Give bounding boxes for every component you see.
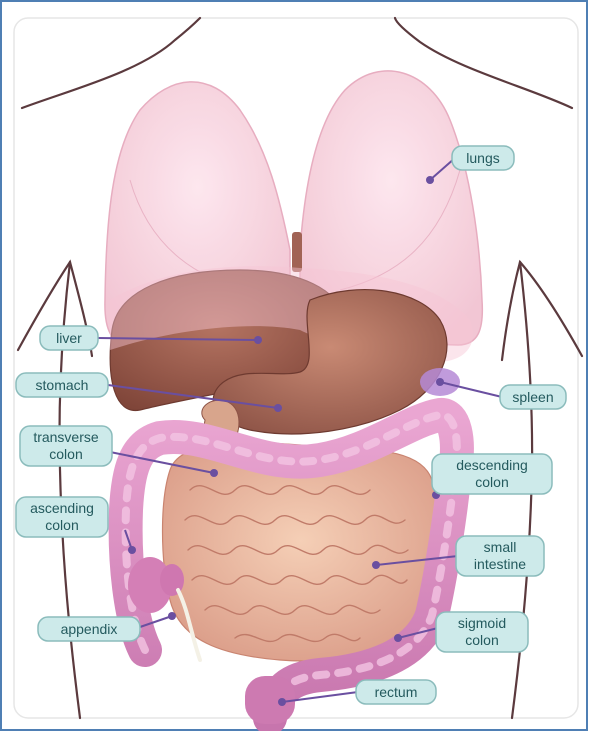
label-sigmoid-colon: sigmoid colon bbox=[436, 612, 528, 652]
esophagus bbox=[292, 232, 302, 272]
label-transverse-colon-line2: colon bbox=[49, 446, 82, 462]
label-transverse-colon-line1: transverse bbox=[33, 429, 99, 445]
label-rectum: rectum bbox=[356, 680, 436, 704]
label-lungs: lungs bbox=[452, 146, 514, 170]
label-spleen: spleen bbox=[500, 385, 566, 409]
label-liver-text: liver bbox=[56, 330, 82, 346]
label-descending-colon-line1: descending bbox=[456, 457, 528, 473]
label-descending-colon: descending colon bbox=[432, 454, 552, 494]
label-appendix-text: appendix bbox=[61, 621, 118, 637]
rectum-organ bbox=[245, 676, 295, 724]
label-small-intestine: small intestine bbox=[456, 536, 544, 576]
label-sigmoid-colon-line1: sigmoid bbox=[458, 615, 506, 631]
label-ascending-colon: ascending colon bbox=[16, 497, 108, 537]
label-stomach-text: stomach bbox=[36, 377, 89, 393]
label-lungs-text: lungs bbox=[466, 150, 499, 166]
label-ascending-colon-line2: colon bbox=[45, 517, 78, 533]
label-sigmoid-colon-line2: colon bbox=[465, 632, 498, 648]
label-descending-colon-line2: colon bbox=[475, 474, 508, 490]
label-small-intestine-line1: small bbox=[484, 539, 517, 555]
label-transverse-colon: transverse colon bbox=[20, 426, 112, 466]
label-appendix: appendix bbox=[38, 617, 140, 641]
label-stomach: stomach bbox=[16, 373, 108, 397]
label-ascending-colon-line1: ascending bbox=[30, 500, 94, 516]
label-liver: liver bbox=[40, 326, 98, 350]
label-small-intestine-line2: intestine bbox=[474, 556, 526, 572]
label-rectum-text: rectum bbox=[375, 684, 418, 700]
label-spleen-text: spleen bbox=[512, 389, 553, 405]
